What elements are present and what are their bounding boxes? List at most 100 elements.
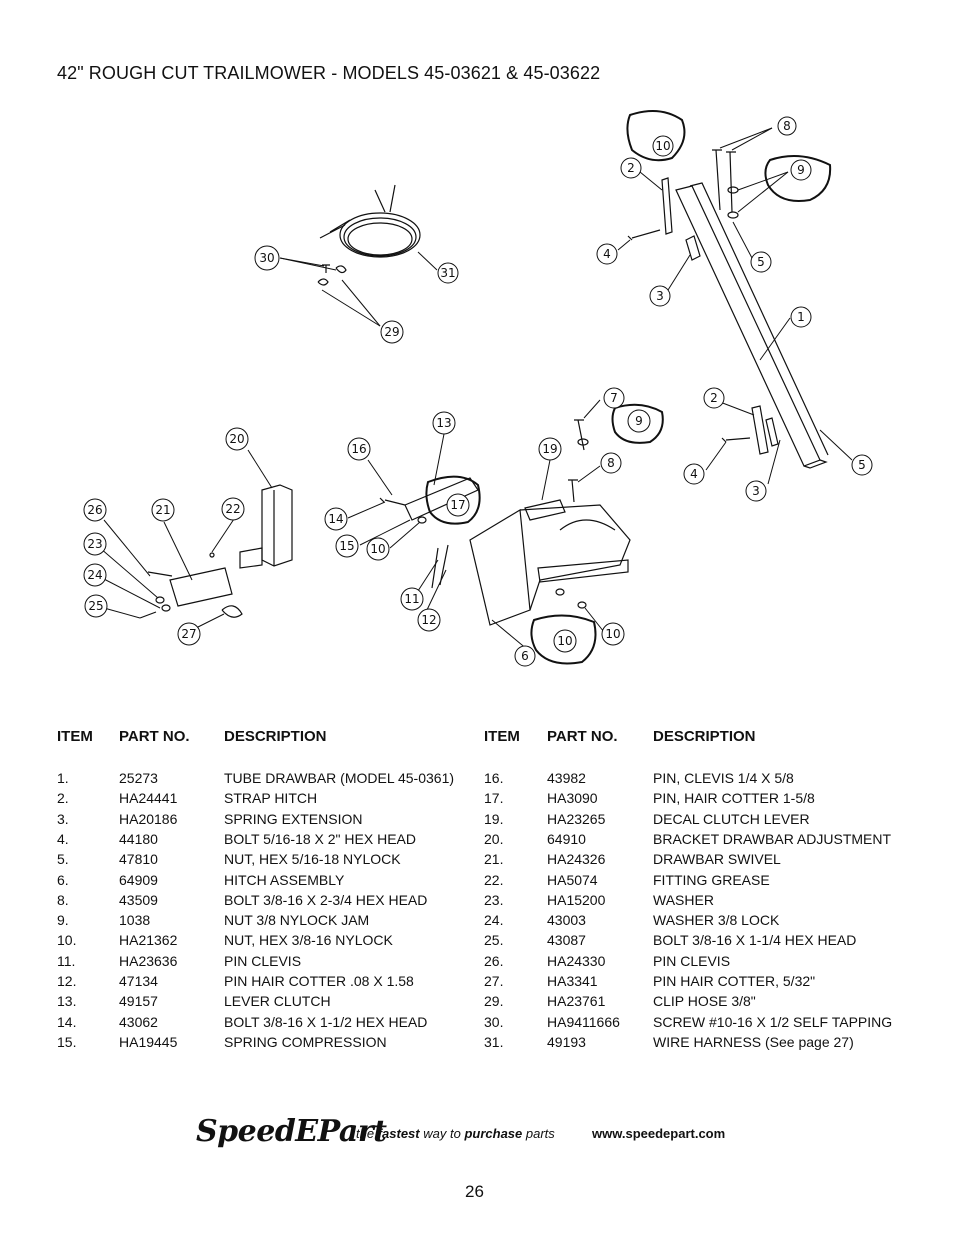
callout-label: 23 [87, 537, 102, 551]
cell-item: 8. [57, 891, 69, 908]
cell-description: DECAL CLUTCH LEVER [653, 810, 810, 827]
cell-item: 16. [484, 770, 504, 786]
callout-label: 15 [339, 539, 354, 553]
cell-item: 26. [484, 952, 504, 969]
cell-item: 25. [484, 932, 504, 949]
cell-description: BOLT 3/8-16 X 1-1/2 HEX HEAD [224, 1013, 428, 1030]
cell-part-no: HA24330 [547, 952, 606, 969]
cell-item: 9. [57, 912, 69, 929]
cell-part-no: 25273 [119, 770, 158, 786]
callout-label: 9 [797, 163, 805, 177]
callout-label: 10 [370, 542, 385, 556]
cell-item: 19. [484, 810, 504, 827]
cell-item: 21. [484, 851, 504, 868]
cell-item: 2. [57, 790, 69, 807]
cell-description: FITTING GREASE [653, 871, 770, 888]
callout-label: 24 [87, 568, 102, 582]
callout-label: 17 [450, 498, 465, 512]
callout-label: 11 [404, 592, 419, 606]
cell-part-no: 64909 [119, 871, 158, 888]
callout-label: 21 [155, 503, 170, 517]
cell-item: 6. [57, 871, 69, 888]
cell-description: PIN HAIR COTTER, 5/32" [653, 973, 816, 989]
callout-label: 26 [87, 503, 102, 517]
cell-description: CLIP HOSE 3/8" [653, 993, 756, 1010]
cell-item: 3. [57, 810, 69, 827]
cell-description: BOLT 3/8-16 X 2-3/4 HEX HEAD [224, 891, 428, 908]
cell-description: PIN CLEVIS [653, 952, 731, 969]
callout-label: 2 [627, 161, 635, 175]
cell-item: 29. [484, 993, 504, 1010]
callout-label: 1 [797, 310, 805, 324]
cell-description: NUT 3/8 NYLOCK JAM [224, 912, 370, 929]
callout-label: 8 [607, 456, 615, 470]
speedepart-logo: SpeedEPart [196, 1114, 387, 1149]
callout-label: 25 [88, 599, 103, 613]
callout-label: 10 [605, 627, 620, 641]
callout-label: 29 [384, 325, 399, 339]
cell-item: 13. [57, 993, 77, 1010]
callout-label: 3 [656, 289, 664, 303]
callout-label: 5 [757, 255, 765, 269]
cell-part-no: 44180 [119, 830, 158, 847]
cell-part-no: HA20186 [119, 810, 178, 827]
cell-description: NUT, HEX 3/8-16 NYLOCK [224, 932, 393, 949]
cell-part-no: HA23636 [119, 952, 178, 969]
callout-label: 3 [752, 484, 760, 498]
cell-item: 24. [484, 912, 504, 929]
cell-item: 30. [484, 1013, 504, 1030]
column-header-description: DESCRIPTION [224, 728, 327, 745]
cell-part-no: 64910 [547, 830, 586, 847]
cell-item: 11. [57, 952, 76, 969]
cell-description: BOLT 5/16-18 X 2" HEX HEAD [224, 830, 416, 847]
website-link[interactable]: www.speedepart.com [592, 1126, 726, 1141]
cell-item: 12. [57, 973, 77, 989]
callout-label: 2 [710, 391, 718, 405]
cell-part-no: 49193 [547, 1033, 586, 1050]
cell-part-no: HA5074 [547, 871, 598, 888]
page-number: 26 [465, 1182, 484, 1201]
callout-label: 10 [557, 634, 572, 648]
callout-label: 10 [655, 139, 670, 153]
cell-part-no: 47134 [119, 973, 158, 989]
cell-description: PIN HAIR COTTER .08 X 1.58 [224, 973, 414, 989]
cell-part-no: 49157 [119, 993, 158, 1010]
cell-item: 22. [484, 871, 504, 888]
cell-item: 31. [484, 1033, 504, 1050]
cell-description: DRAWBAR SWIVEL [653, 851, 781, 868]
cell-item: 23. [484, 891, 504, 908]
callout-label: 13 [436, 416, 451, 430]
callout-label: 6 [521, 649, 529, 663]
cell-description: HITCH ASSEMBLY [224, 871, 345, 888]
cell-description: STRAP HITCH [224, 790, 318, 807]
cell-item: 14. [57, 1013, 77, 1030]
cell-description: TUBE DRAWBAR (MODEL 45-0361) [224, 770, 455, 786]
cell-description: PIN, HAIR COTTER 1-5/8 [653, 790, 815, 807]
cell-part-no: HA24441 [119, 790, 178, 807]
cell-description: WASHER [653, 891, 714, 908]
cell-item: 4. [57, 830, 69, 847]
callout-label: 14 [328, 512, 343, 526]
cell-description: BRACKET DRAWBAR ADJUSTMENT [653, 830, 892, 847]
cell-part-no: HA21362 [119, 932, 178, 949]
cell-description: WASHER 3/8 LOCK [653, 912, 780, 929]
callout-label: 22 [225, 502, 240, 516]
cell-part-no: HA23265 [547, 810, 606, 827]
callout-label: 7 [610, 391, 618, 405]
cell-part-no: HA9411666 [547, 1013, 620, 1030]
callout-label: 9 [635, 414, 643, 428]
cell-part-no: HA15200 [547, 891, 606, 908]
cell-part-no: 47810 [119, 851, 158, 868]
page-title: 42" ROUGH CUT TRAILMOWER - MODELS 45-036… [57, 63, 601, 83]
cell-part-no: 1038 [119, 912, 151, 929]
column-header-item: ITEM [57, 728, 93, 745]
callout-label: 27 [181, 627, 196, 641]
cell-part-no: 43982 [547, 770, 586, 786]
cell-item: 1. [57, 770, 69, 786]
cell-part-no: HA23761 [547, 993, 606, 1010]
cell-description: PIN CLEVIS [224, 952, 302, 969]
cell-description: BOLT 3/8-16 X 1-1/4 HEX HEAD [653, 932, 857, 949]
column-header-item: ITEM [484, 728, 520, 745]
cell-description: SPRING EXTENSION [224, 810, 363, 827]
